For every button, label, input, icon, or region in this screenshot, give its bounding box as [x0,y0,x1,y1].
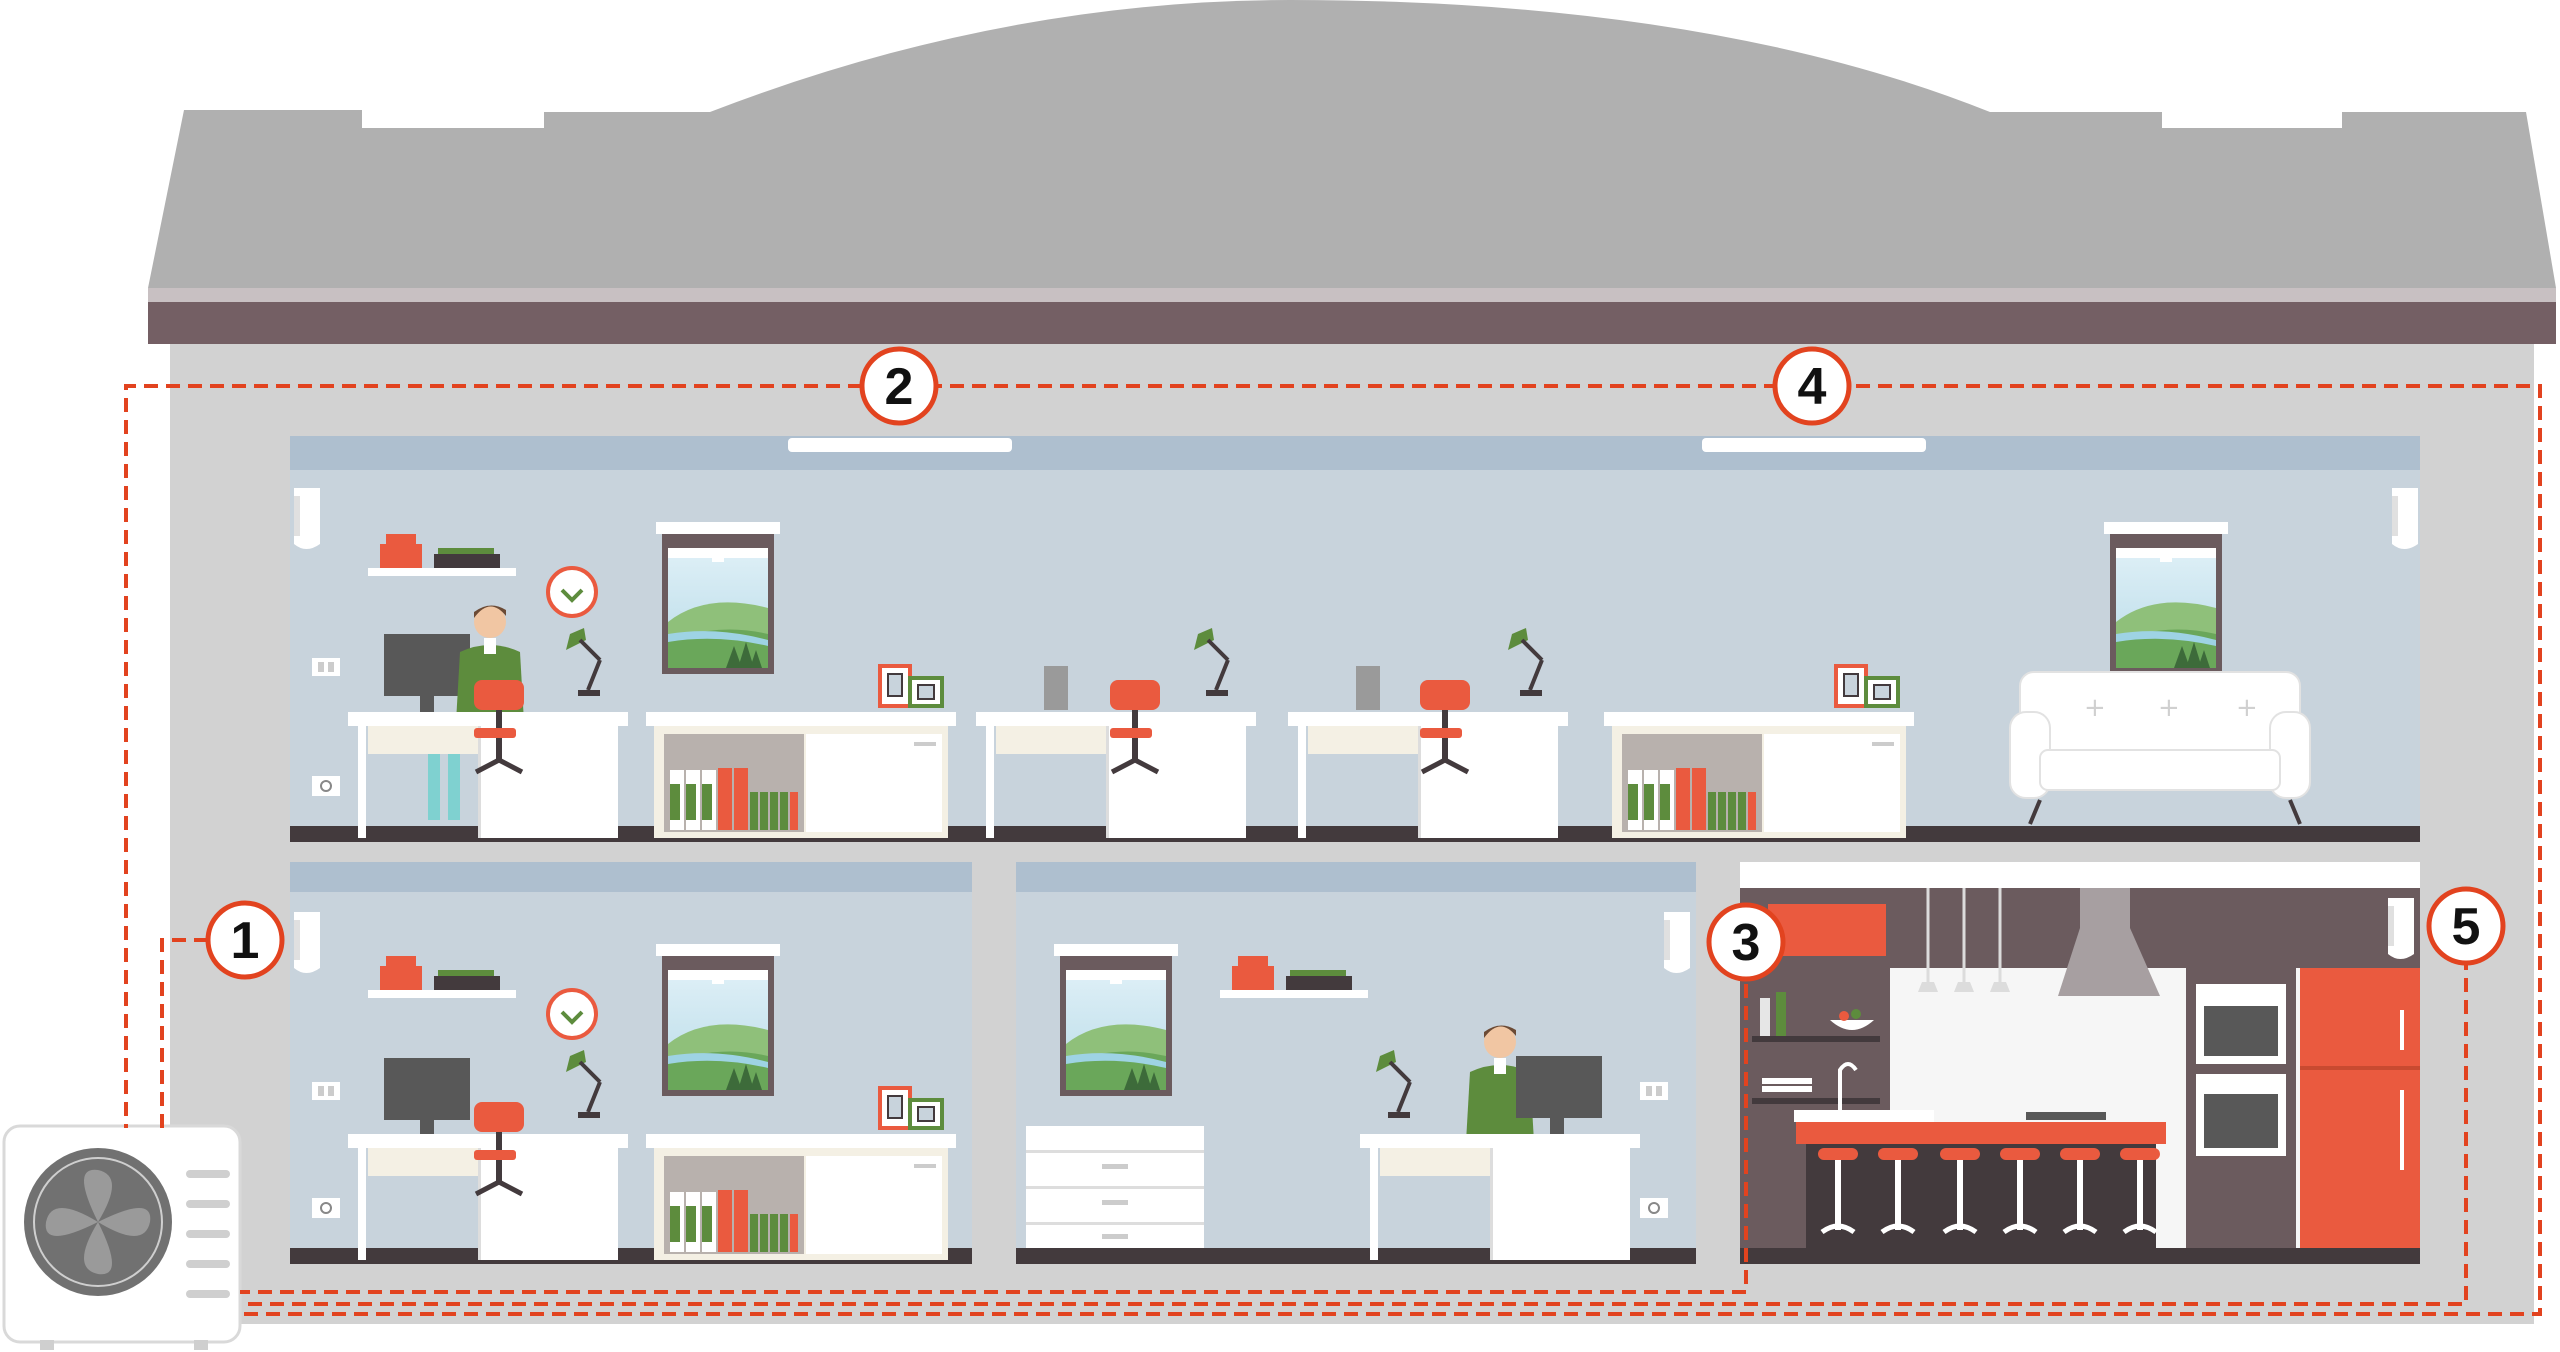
refrigerant-pipes [124,384,2542,1316]
desk-center-left [976,626,1256,838]
marker-3: 3 [1706,902,1786,982]
outdoor-ac-unit [2,1124,242,1350]
marker-1: 1 [205,900,285,980]
svg-text:+: + [2084,693,2106,723]
eave [148,302,2556,344]
bottom-left-office [290,862,972,1264]
svg-text:3: 3 [1732,914,1761,972]
top-floor-office: + + + [290,436,2420,842]
svg-text:+: + [2158,693,2180,723]
kitchen [1740,862,2420,1264]
svg-text:+: + [2236,693,2258,723]
marker-5: 5 [2426,886,2506,966]
svg-text:2: 2 [885,358,914,416]
marker-4: 4 [1772,346,1852,426]
drawer-cabinet [1026,1126,1204,1248]
svg-text:4: 4 [1798,358,1827,416]
worker-top-left [384,605,524,820]
desk-center-right [1288,626,1568,838]
roof [148,0,2556,302]
sofa: + + + [2009,671,2311,825]
svg-text:5: 5 [2452,898,2481,956]
svg-text:1: 1 [231,912,260,970]
marker-2: 2 [859,346,939,426]
bottom-center-office [1016,862,1696,1264]
